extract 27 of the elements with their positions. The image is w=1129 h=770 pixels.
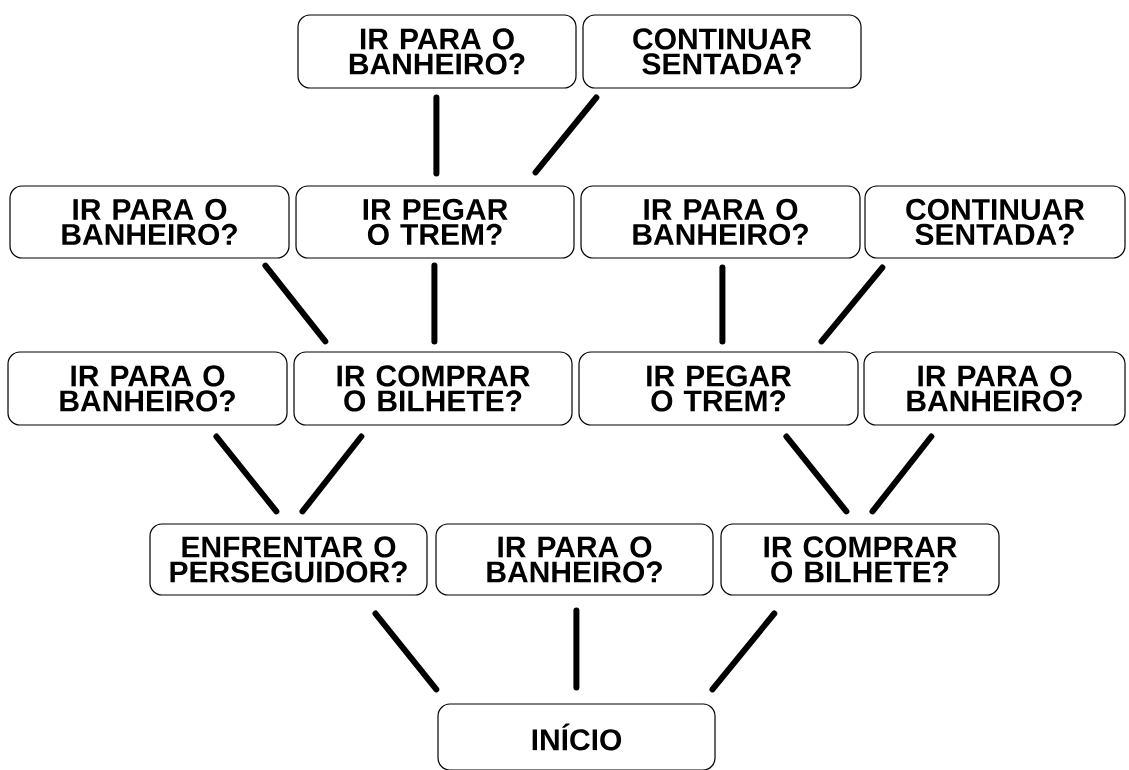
connector-line	[532, 94, 600, 176]
decision-box: IR PARA O BANHEIRO?	[7, 351, 288, 426]
decision-box: IR PEGAR O TREM?	[578, 351, 859, 426]
decision-box: IR PARA O BANHEIRO?	[863, 351, 1126, 426]
decision-box: CONTINUAR SENTADA?	[582, 14, 862, 89]
decision-box: IR PARA O BANHEIRO?	[297, 14, 577, 89]
decision-box: IR PEGAR O TREM?	[295, 185, 575, 259]
connector-line	[372, 610, 440, 693]
decision-box: IR PARA O BANHEIRO?	[9, 185, 290, 259]
connector-line	[869, 433, 935, 515]
connector-line	[262, 262, 329, 345]
decision-box: ENFRENTAR O PERSEGUIDOR?	[149, 523, 428, 596]
connector-line	[719, 264, 726, 345]
connector-line	[431, 262, 438, 345]
decision-box: CONTINUAR SENTADA?	[864, 185, 1126, 259]
decision-box: IR PARA O BANHEIRO?	[435, 523, 714, 596]
connector-line	[299, 433, 365, 515]
decision-box: IR PARA O BANHEIRO?	[580, 185, 861, 259]
connector-line	[573, 607, 580, 691]
connector-line	[213, 433, 280, 515]
connector-line	[433, 94, 440, 177]
decision-box: IR COMPRAR O BILHETE?	[720, 523, 1000, 596]
connector-line	[818, 264, 886, 345]
decision-box: INÍCIO	[437, 703, 716, 770]
connector-line	[783, 433, 850, 515]
connector-line	[709, 610, 778, 693]
decision-box: IR COMPRAR O BILHETE?	[293, 351, 573, 426]
